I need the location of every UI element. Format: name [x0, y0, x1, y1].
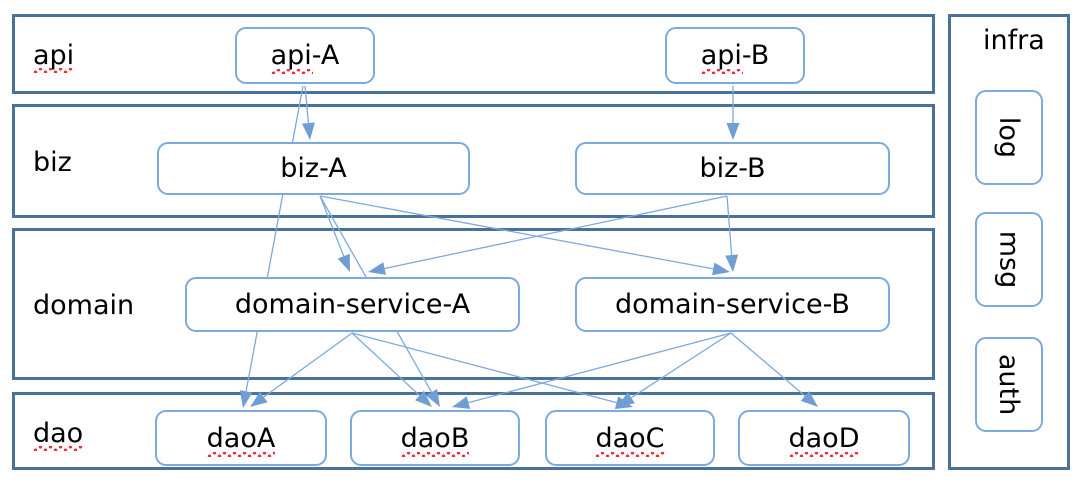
- infra-node-msg[interactable]: msg: [975, 212, 1043, 307]
- node-api-B[interactable]: api-B: [665, 27, 805, 84]
- spellcheck-squiggle: [206, 451, 276, 457]
- spellcheck-squiggle: [400, 451, 470, 457]
- layer-label-biz: biz: [33, 147, 72, 178]
- node-domain-service-B[interactable]: domain-service-B: [575, 277, 890, 332]
- node-label-daoD: daoD: [788, 423, 860, 457]
- infra-label: infra: [983, 25, 1045, 56]
- layer-label-dao: dao: [33, 418, 84, 451]
- node-daoB[interactable]: daoB: [350, 410, 520, 466]
- node-label-daoA: daoA: [206, 423, 276, 457]
- node-label-biz-B: biz-B: [699, 153, 766, 184]
- infra-node-label-log: log: [993, 116, 1025, 159]
- layer-label-api: api: [33, 40, 75, 73]
- spellcheck-squiggle: [595, 451, 665, 457]
- node-biz-A[interactable]: biz-A: [157, 142, 470, 195]
- node-biz-B[interactable]: biz-B: [575, 142, 890, 195]
- node-api-A[interactable]: api-A: [235, 27, 375, 84]
- infra-node-label-auth: auth: [993, 353, 1025, 416]
- spellcheck-squiggle: [270, 69, 314, 74]
- infra-node-log[interactable]: log: [975, 90, 1043, 185]
- node-label-domain-service-A: domain-service-A: [234, 289, 471, 320]
- node-label-daoB: daoB: [400, 423, 470, 457]
- spellcheck-squiggle: [700, 69, 744, 74]
- node-domain-service-A[interactable]: domain-service-A: [185, 277, 520, 332]
- infra-node-auth[interactable]: auth: [975, 337, 1043, 432]
- spellcheck-squiggle: [788, 451, 860, 457]
- node-daoC[interactable]: daoC: [545, 410, 715, 466]
- infra-node-label-msg: msg: [993, 230, 1025, 289]
- node-label-api-A: api-A: [270, 40, 339, 74]
- node-daoD[interactable]: daoD: [738, 410, 910, 466]
- node-label-daoC: daoC: [595, 423, 665, 457]
- node-daoA[interactable]: daoA: [155, 410, 327, 466]
- node-label-domain-service-B: domain-service-B: [615, 289, 850, 320]
- node-label-api-B: api-B: [700, 40, 769, 74]
- node-label-biz-A: biz-A: [280, 153, 347, 184]
- layer-label-domain: domain: [33, 290, 135, 321]
